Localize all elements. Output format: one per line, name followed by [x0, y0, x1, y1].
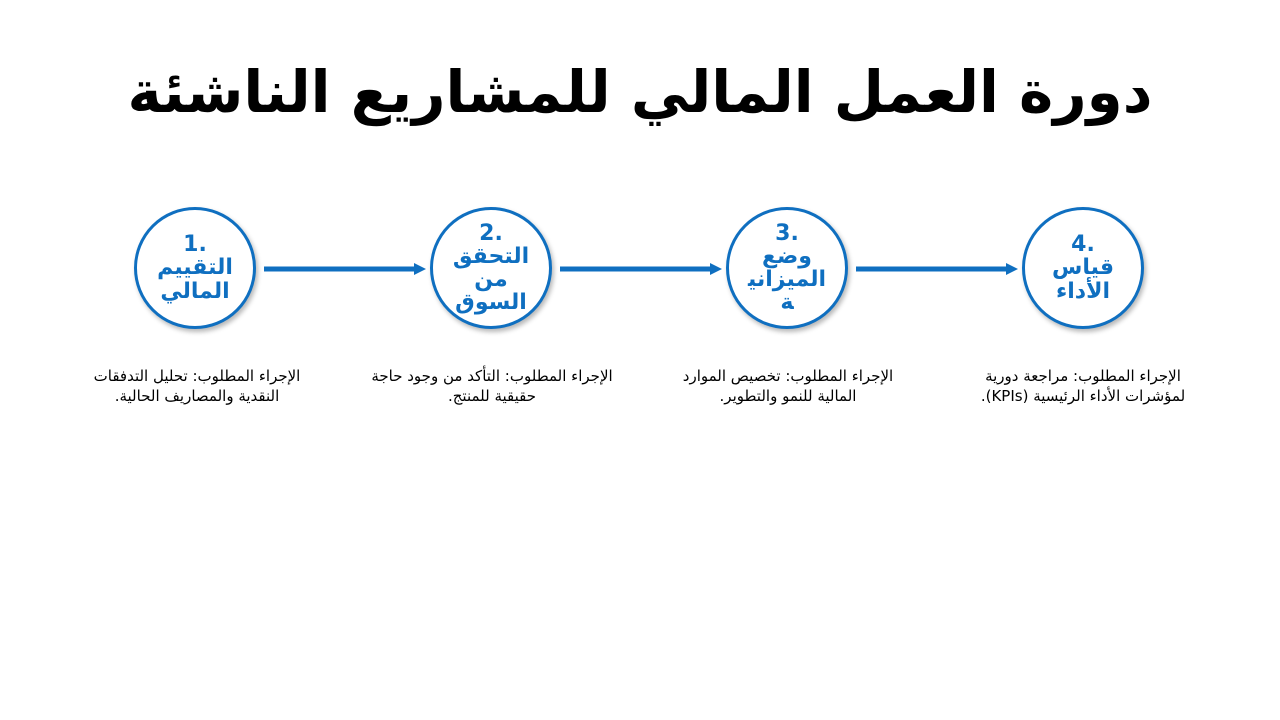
step-2-circle: 2. التحقق من السوق [430, 207, 552, 329]
step-2-number: 2. [479, 220, 503, 246]
step-2-label: التحقق من السوق [452, 243, 530, 316]
step-1-circle: 1. التقييم المالي [134, 207, 256, 329]
step-4-circle: 4. قياس الأداء [1022, 207, 1144, 329]
arrow-2-3 [560, 263, 722, 275]
step-3-description: الإجراء المطلوب: تخصيص الموارد المالية ل… [682, 367, 894, 405]
step-3-number: 3. [775, 220, 799, 246]
arrow-1-2 [264, 263, 426, 275]
arrow-3-4 [856, 263, 1018, 275]
step-2-description: الإجراء المطلوب: التأكد من وجود حاجة حقي… [371, 367, 613, 405]
step-3-label: وضع الميزانية [748, 243, 826, 316]
step-1-label: التقييم المالي [157, 255, 233, 304]
step-3-circle: 3. وضع الميزانية [726, 207, 848, 329]
step-1-number: 1. [183, 232, 207, 258]
step-1-description: الإجراء المطلوب: تحليل التدفقات النقدية … [93, 367, 301, 405]
step-4-description: الإجراء المطلوب: مراجعة دورية لمؤشرات ال… [980, 367, 1186, 405]
step-4-number: 4. [1071, 232, 1095, 258]
page-title: دورة العمل المالي للمشاريع الناشئة [127, 58, 1153, 126]
step-4-label: قياس الأداء [1051, 255, 1114, 304]
